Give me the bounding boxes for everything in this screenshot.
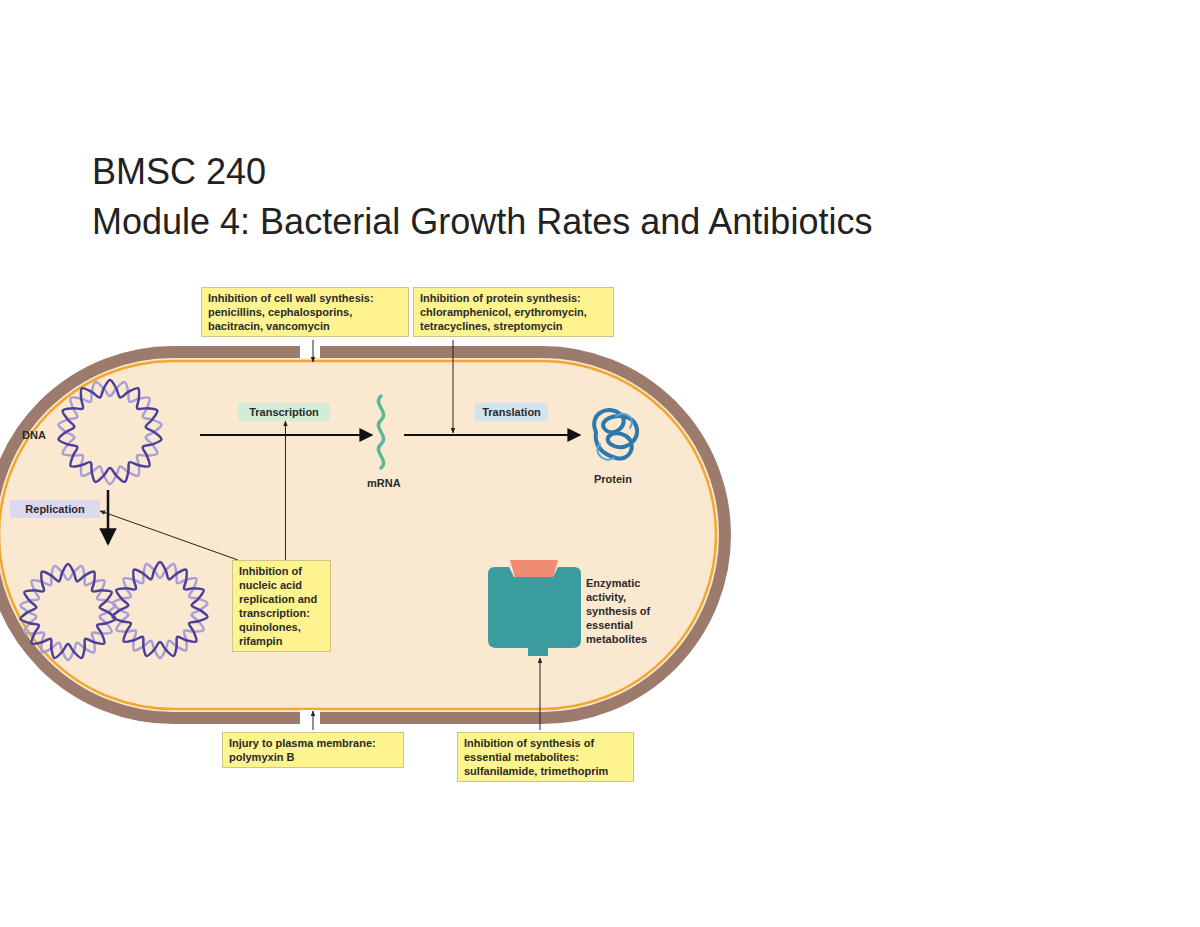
node-text: Inhibition of synthesis of essential met… (464, 736, 627, 778)
node-text: Injury to plasma membrane: polymyxin B (229, 736, 397, 764)
part-label: Enzymatic activity, synthesis of essenti… (586, 576, 678, 646)
subtitle: Module 4: Bacterial Growth Rates and Ant… (92, 200, 872, 243)
connector-arrow (285, 421, 286, 560)
part-label: Protein (594, 472, 632, 486)
connector-arrow (100, 511, 238, 560)
dna-strand (112, 562, 207, 656)
leader-line (540, 658, 541, 730)
transcription-arrow (200, 434, 372, 436)
node-text: Inhibition of protein synthesis: chloram… (420, 291, 607, 333)
part-label: DNA (22, 428, 46, 442)
dna-strands (20, 380, 207, 660)
plasma-membrane (0, 361, 716, 709)
leader-line (453, 340, 454, 433)
callout-box: Inhibition of synthesis of essential met… (457, 732, 634, 782)
wall-gap (300, 710, 320, 724)
callout-box: Inhibition of protein synthesis: chloram… (413, 287, 614, 337)
dna-strand (20, 566, 115, 660)
substrate (510, 560, 558, 578)
leader-line (313, 711, 314, 730)
protein-blob (594, 410, 637, 460)
node-text: Transcription (244, 405, 324, 419)
node-text: Translation (481, 405, 542, 419)
part-label: mRNA (367, 476, 401, 490)
node-text: Inhibition of nucleic acid replication a… (239, 564, 324, 648)
title: BMSC 240 (92, 150, 266, 193)
replication-arrow (107, 490, 110, 544)
callout-box: Injury to plasma membrane: polymyxin B (222, 732, 404, 768)
cell-wall (0, 352, 725, 718)
dna-strand (59, 380, 162, 482)
enzyme (488, 567, 581, 656)
node-text: Replication (16, 502, 94, 516)
callout-box: Inhibition of cell wall synthesis: penic… (201, 287, 409, 337)
leader-line (313, 340, 314, 362)
node-text: Inhibition of cell wall synthesis: penic… (208, 291, 402, 333)
wall-gap (300, 344, 320, 358)
callout-box: Inhibition of nucleic acid replication a… (232, 560, 331, 652)
process-tag: Replication (10, 500, 100, 518)
dna-strand (20, 564, 115, 658)
dna-strand (112, 564, 207, 658)
translation-arrow (404, 434, 580, 436)
mrna-strand (378, 396, 383, 468)
process-tag: Translation (475, 403, 548, 421)
process-tag: Transcription (238, 403, 330, 421)
